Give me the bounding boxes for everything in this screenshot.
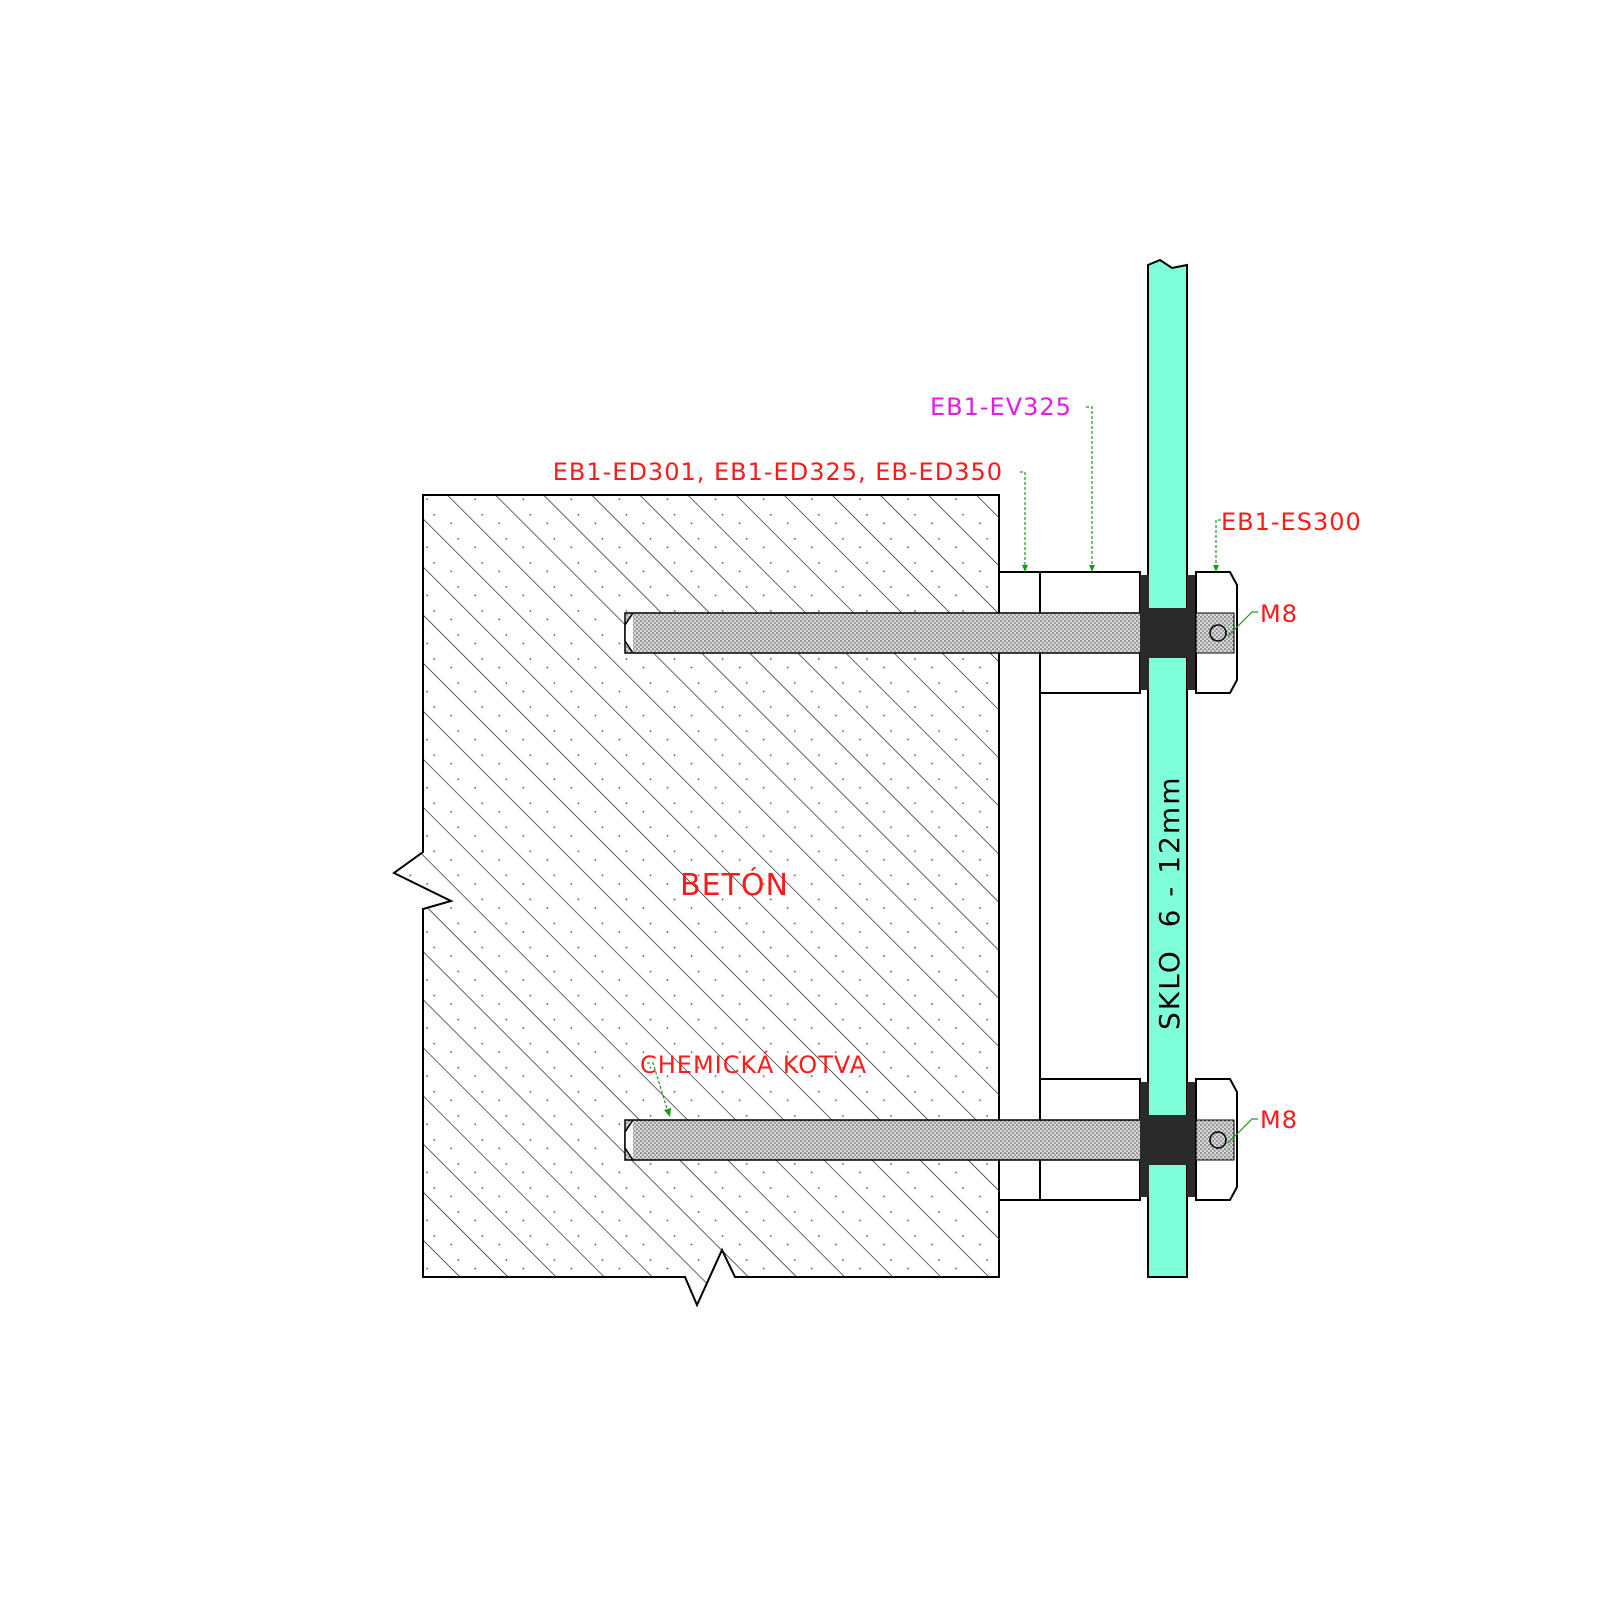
spacer-label: EB1-ED301, EB1-ED325, EB-ED350 bbox=[553, 458, 1003, 486]
bottom-inner-gasket bbox=[1140, 1082, 1149, 1197]
bottom-fixing bbox=[624, 1078, 1238, 1201]
top-fixing bbox=[624, 571, 1238, 694]
labels: EB1-ED301, EB1-ED325, EB-ED350 EB1-EV325… bbox=[553, 393, 1362, 1134]
glass-pane bbox=[1147, 258, 1188, 1278]
bottom-outer-gasket bbox=[1187, 1082, 1196, 1197]
concrete-label: BETÓN bbox=[680, 866, 789, 903]
top-bolt-head-icon bbox=[1209, 624, 1227, 642]
bottom-threaded-rod bbox=[624, 1119, 1221, 1161]
top-inner-gasket bbox=[1140, 575, 1149, 690]
bottom-bolt-head-icon bbox=[1209, 1131, 1227, 1149]
bolt-bottom-label: M8 bbox=[1260, 1106, 1298, 1134]
top-glass-bushing bbox=[1148, 608, 1188, 658]
cap-label: EB1-ES300 bbox=[1221, 508, 1362, 536]
glass-label: SKLO 6 - 12mm bbox=[1153, 776, 1186, 1030]
holder-label: EB1-EV325 bbox=[930, 393, 1072, 421]
bottom-rod-end bbox=[624, 1119, 634, 1161]
bolt-top-label: M8 bbox=[1260, 600, 1298, 628]
leader-lines bbox=[647, 406, 1258, 1144]
top-threaded-rod bbox=[624, 612, 1221, 654]
top-outer-gasket bbox=[1187, 575, 1196, 690]
spacer-tube bbox=[998, 571, 1041, 1201]
top-rod-end bbox=[624, 612, 634, 654]
anchor-label: CHEMICKÁ KOTVA bbox=[640, 1050, 867, 1079]
bottom-glass-bushing bbox=[1148, 1115, 1188, 1165]
